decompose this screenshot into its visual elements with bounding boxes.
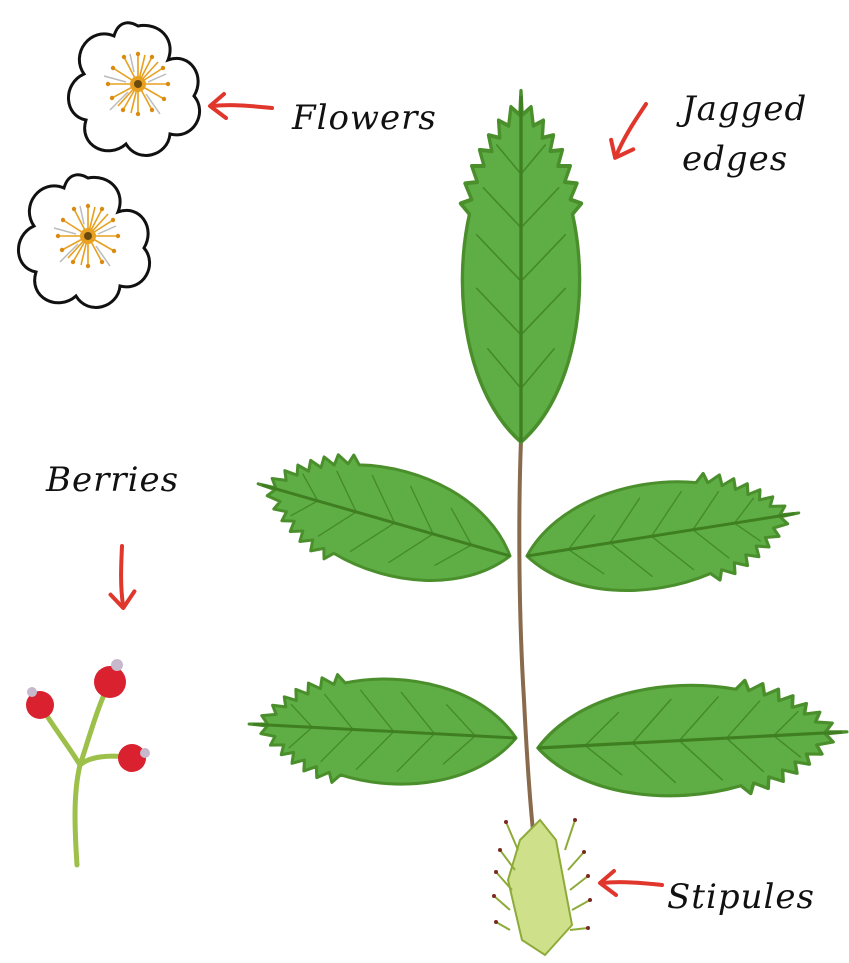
leaf-icon — [519, 460, 808, 610]
stipules-drawing — [492, 818, 592, 955]
label-flowers: Flowers — [292, 98, 437, 138]
label-stipules: Stipules — [667, 877, 815, 917]
flower-icon — [18, 175, 149, 308]
label-jagged-line1: Jagged — [682, 84, 807, 134]
leaf-icon — [243, 432, 525, 608]
arrow-icon — [210, 94, 272, 118]
arrow-icon — [605, 97, 655, 163]
leaf-rachis — [519, 440, 538, 870]
leaf-icon — [246, 670, 519, 792]
label-jagged-edges: Jagged edges — [682, 84, 807, 184]
arrow-icon — [600, 871, 662, 895]
leaf-icon — [461, 91, 582, 442]
label-jagged-line2: edges — [682, 134, 807, 184]
arrow-icon — [108, 545, 135, 608]
berry-icon — [26, 659, 150, 865]
leaf-icon — [535, 675, 849, 804]
label-berries: Berries — [46, 460, 179, 500]
flower-icon — [68, 23, 199, 156]
